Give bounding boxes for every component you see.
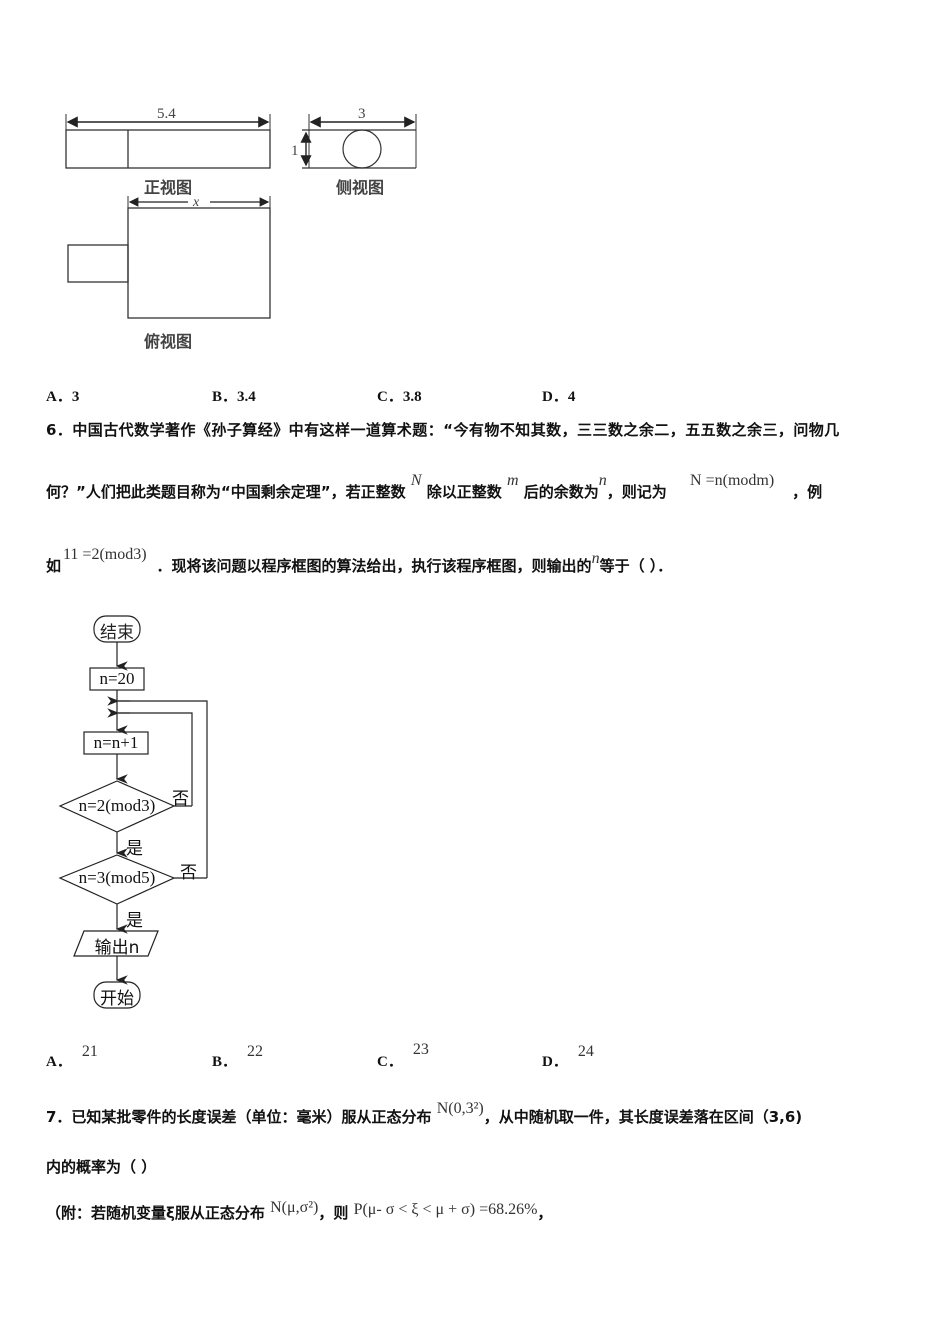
option-value: 3.4 [237,389,256,405]
option-letter: D． [542,389,568,405]
option-value: 21 [81,1043,98,1060]
side-view-width-dimension: 3 [358,106,366,122]
q7-text: ，从中随机取一件，其长度误差落在区间（3,6) [483,1108,803,1126]
option-letter: C． [377,389,403,405]
q5-option-d[interactable]: D．4 [542,385,575,406]
q6-text: ．现将该问题以程序框图的算法给出，执行该程序框图，则输出的 [156,557,592,575]
front-view-label: 正视图 [144,178,193,197]
q7-text: 7．已知某批零件的长度误差（单位：毫米）服从正态分布 [46,1108,432,1126]
option-letter: C． [377,1054,403,1070]
flowchart: 结束 n=20 n=n+1 n=2(mod3) n=3(mod5) 否 否 是 … [50,608,230,1013]
side-view-height-dimension: 1 [291,143,299,159]
option-value: 3 [71,389,80,405]
q7-line3: （附：若随机变量ξ服从正态分布 N(μ,σ²)，则 P(μ- σ < ξ < μ… [46,1199,553,1224]
q5-option-a[interactable]: A．3 [46,385,79,406]
flowchart-end-terminal: 开始 [100,989,134,1009]
q6-text: 何？”人们把此类题目称为“中国剩余定理”，若正整数 [46,483,406,501]
option-letter: A． [46,389,72,405]
option-letter: B． [212,389,238,405]
q7-text: ，则 [318,1204,349,1222]
flowchart-yes-label-2: 是 [126,911,143,931]
option-value: 23 [412,1041,429,1058]
three-view-figure: 5.4 3 1 x 正视图 侧视图 俯视图 [60,100,430,360]
q6-option-b[interactable]: B． 22 [212,1040,264,1070]
math-n: n [591,550,600,567]
flowchart-no-label-2: 否 [180,863,197,883]
option-value: 24 [577,1043,594,1060]
option-letter: A． [46,1054,72,1070]
q6-text: ，则记为 [606,483,667,501]
option-value: 22 [247,1043,264,1060]
q6-option-a[interactable]: A． 21 [46,1040,98,1070]
q6-line2: 何？”人们把此类题目称为“中国剩余定理”，若正整数 N 除以正整数 m 后的余数… [46,472,823,503]
flowchart-condition-mod5: n=3(mod5) [78,868,156,887]
q7-line1: 7．已知某批零件的长度误差（单位：毫米）服从正态分布 N(0,3²)，从中随机取… [46,1100,803,1128]
flowchart-yes-label-1: 是 [126,839,143,859]
q6-text: 后的余数为 [523,483,599,501]
math-example: 11 =2(mod3) [63,546,147,563]
option-letter: D． [542,1054,568,1070]
math-normal-dist: N(0,3²) [436,1100,484,1117]
q6-text: 如 [46,557,62,575]
math-probability: P(μ- σ < ξ < μ + σ) =68.26% [353,1201,538,1218]
front-view-dimension: 5.4 [157,106,176,122]
q6-line1: 6．中国古代数学著作《孙子算经》中有这样一道算术题：“今有物不知其数，三三数之余… [46,421,840,439]
option-letter: B． [212,1054,238,1070]
math-n: n [598,472,607,489]
q6-text: 除以正整数 [426,483,502,501]
q7-text: ， [537,1204,553,1222]
flowchart-no-label-1: 否 [172,789,189,809]
q6-text: ，例 [792,483,823,501]
q7-line2: 内的概率为（ ） [46,1158,157,1176]
q5-option-c[interactable]: C．3.8 [377,385,422,406]
option-value: 3.8 [402,389,422,405]
three-view-drawing: 5.4 3 1 x [65,106,417,319]
flowchart-increment-box: n=n+1 [93,733,139,752]
flowchart-start-terminal: 结束 [100,623,134,643]
flowchart-condition-mod3: n=2(mod3) [78,796,156,815]
top-view-dimension: x [192,195,200,210]
flowchart-output-box: 输出n [94,938,140,958]
q6-line3: 如11 =2(mod3) ．现将该问题以程序框图的算法给出，执行该程序框图，则输出… [46,546,673,577]
q6-option-c[interactable]: C． 23 [377,1038,429,1070]
flowchart-init-box: n=20 [99,669,135,688]
q5-option-b[interactable]: B．3.4 [212,385,256,406]
q7-text: （附：若随机变量ξ服从正态分布 [46,1204,265,1222]
math-m: m [506,472,519,489]
flowchart-drawing [58,615,208,1009]
math-normal-dist-general: N(μ,σ²) [270,1199,319,1216]
option-value: 4 [567,389,576,405]
q6-text: 等于（ ）． [599,557,673,575]
q6-option-d[interactable]: D． 24 [542,1040,594,1070]
top-view-label: 俯视图 [144,332,193,351]
math-congruence: N =n(modm) [690,472,775,489]
side-view-label: 侧视图 [336,178,385,197]
math-N: N [410,472,422,489]
